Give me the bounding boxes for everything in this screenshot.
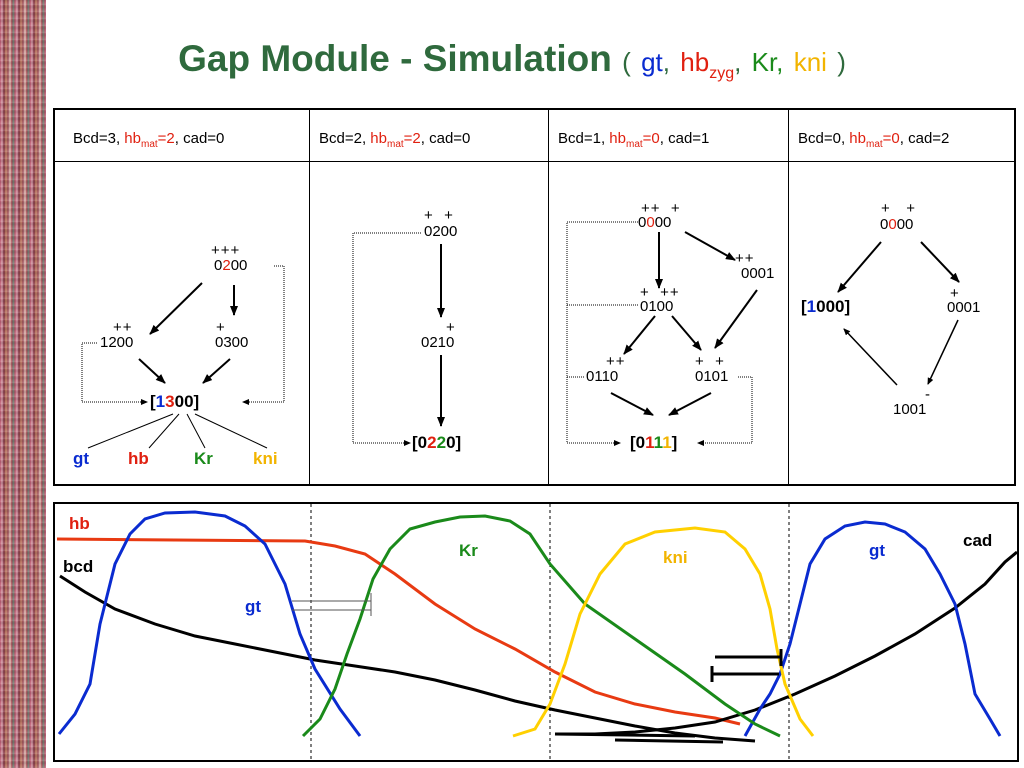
- p1-left-signs: ++: [113, 319, 133, 336]
- chart-label-gt: gt: [869, 541, 886, 560]
- p1-gene-hb: hb: [128, 449, 149, 468]
- arrow-p3-0100-0101: [671, 315, 702, 351]
- diagram-arrows: [81, 221, 960, 449]
- p4-fixed-point: [1000]: [801, 297, 851, 316]
- p3-start-signs: ++ +: [641, 200, 681, 217]
- arrow-p1-1200-fixed: [138, 358, 166, 384]
- chart-label-hb: hb: [69, 514, 90, 533]
- series-gt-left: [57, 510, 362, 737]
- series-bcd: [59, 574, 756, 743]
- arrow-p3-0100-0110: [623, 315, 656, 355]
- title-main: Gap Module - Simulation: [178, 38, 612, 79]
- dotted-arrow-p1-right: [242, 265, 285, 405]
- arrow-p3-0001-0101: [714, 289, 758, 349]
- decorative-side-strip: [0, 0, 46, 768]
- header-col-4: Bcd=0, hbmat=0, cad=2: [798, 130, 950, 150]
- p4-start-state: 0000: [880, 216, 914, 233]
- p3-mid-signs: + ++: [640, 284, 680, 301]
- p3-br-state: 0101: [695, 368, 729, 385]
- p4-right-state: 0001: [947, 299, 981, 316]
- title-hb: hbzyg: [680, 47, 734, 82]
- p3-right-state: 0001: [741, 265, 775, 282]
- p1-fixed-point: [1300]: [150, 392, 200, 411]
- p1-gene-kr: Kr: [194, 449, 213, 468]
- state-diagram-table: Bcd=3, hbmat=2, cad=0 Bcd=2, hbmat=2, ca…: [53, 108, 1016, 486]
- title-close-paren: ): [837, 47, 846, 77]
- p1-gene-kni: kni: [253, 449, 278, 468]
- arrow-p4-0001-1001: [927, 319, 959, 385]
- series-gt-right: [743, 520, 1002, 737]
- p4-bottom-signs: -: [925, 386, 931, 403]
- dotted-arrow-p2: [352, 232, 421, 446]
- p4-bottom-state: 1001: [893, 401, 927, 418]
- column-divider-1: [309, 110, 310, 484]
- title-open-paren: (: [622, 47, 631, 77]
- p3-bl-signs: ++: [606, 353, 626, 370]
- arrow-p4-1001-1000: [843, 328, 898, 386]
- link-p1-kr: [186, 413, 206, 449]
- baseline-bar: [554, 732, 696, 738]
- series-hb: [56, 537, 741, 726]
- p2-fixed-point: [0220]: [412, 433, 462, 452]
- p3-br-signs: + +: [695, 353, 725, 370]
- arrow-p4-0000-1000: [837, 241, 882, 293]
- p2-start-state: 0200: [424, 223, 458, 240]
- p4-right-signs: +: [950, 285, 960, 302]
- chart-label-kr: Kr: [459, 541, 478, 560]
- p1-gene-gt: gt: [73, 449, 90, 468]
- expression-chart-svg: [56, 504, 1017, 760]
- page-title: Gap Module - Simulation ( gt, hbzyg, Kr,…: [0, 38, 1024, 83]
- title-sep2: ,: [734, 47, 742, 77]
- chart-label-kni: kni: [663, 548, 688, 567]
- p3-start-state: 0000: [638, 214, 672, 231]
- chart-label-gt-small: gt: [245, 597, 262, 616]
- arrow-p3-0110-fixed: [610, 392, 654, 416]
- title-sep1: ,: [662, 47, 670, 77]
- link-p1-hb: [148, 413, 180, 449]
- title-hb-sub: zyg: [709, 65, 735, 82]
- expression-chart: hb bcd gt Kr kni gt cad: [53, 502, 1019, 762]
- title-kni: kni: [793, 47, 827, 77]
- title-gt: gt: [641, 47, 663, 77]
- p3-fixed-point: [0111]: [630, 433, 678, 452]
- p1-right-state: 0300: [215, 334, 249, 351]
- header-divider: [55, 161, 1014, 162]
- dotted-arrow-p1-left: [81, 342, 148, 405]
- arrow-p3-0000-0001: [684, 231, 736, 261]
- link-p1-gt: [87, 413, 174, 449]
- dotted-arrow-p3-outer: [566, 221, 638, 446]
- arrow-p1-0300-fixed: [202, 358, 231, 384]
- p3-bl-state: 0110: [586, 368, 619, 385]
- title-kr: Kr,: [751, 47, 784, 77]
- p2-mid-state: 0210: [421, 334, 455, 351]
- baseline-bar-2: [614, 738, 724, 744]
- header-col-2: Bcd=2, hbmat=2, cad=0: [319, 130, 471, 150]
- link-p1-kni: [194, 413, 268, 449]
- dotted-arrow-p3-right: [697, 376, 753, 446]
- p3-right-signs: ++: [735, 250, 755, 267]
- p2-start-signs: + +: [424, 207, 454, 224]
- title-hb-text: hb: [680, 47, 710, 77]
- p4-start-signs: + +: [881, 200, 917, 217]
- p1-start-signs: +++: [211, 242, 241, 259]
- column-divider-2: [548, 110, 549, 484]
- arrow-p1-0200-1200: [149, 282, 203, 335]
- series-kr: [301, 514, 781, 738]
- chart-label-cad: cad: [963, 531, 993, 550]
- series-cad: [555, 550, 1017, 736]
- p2-mid-signs: +: [446, 319, 456, 336]
- p1-left-state: 1200: [100, 334, 134, 351]
- column-divider-3: [788, 110, 789, 484]
- p3-mid-state: 0100: [640, 298, 674, 315]
- arrow-p3-0101-fixed: [668, 392, 712, 416]
- p1-right-signs: +: [216, 319, 226, 336]
- header-col-1: Bcd=3, hbmat=2, cad=0: [73, 130, 225, 150]
- arrow-p4-0000-0001: [920, 241, 960, 283]
- p1-start-state: 0200: [214, 257, 248, 274]
- header-col-3: Bcd=1, hbmat=0, cad=1: [558, 130, 710, 150]
- chart-label-bcd: bcd: [63, 557, 94, 576]
